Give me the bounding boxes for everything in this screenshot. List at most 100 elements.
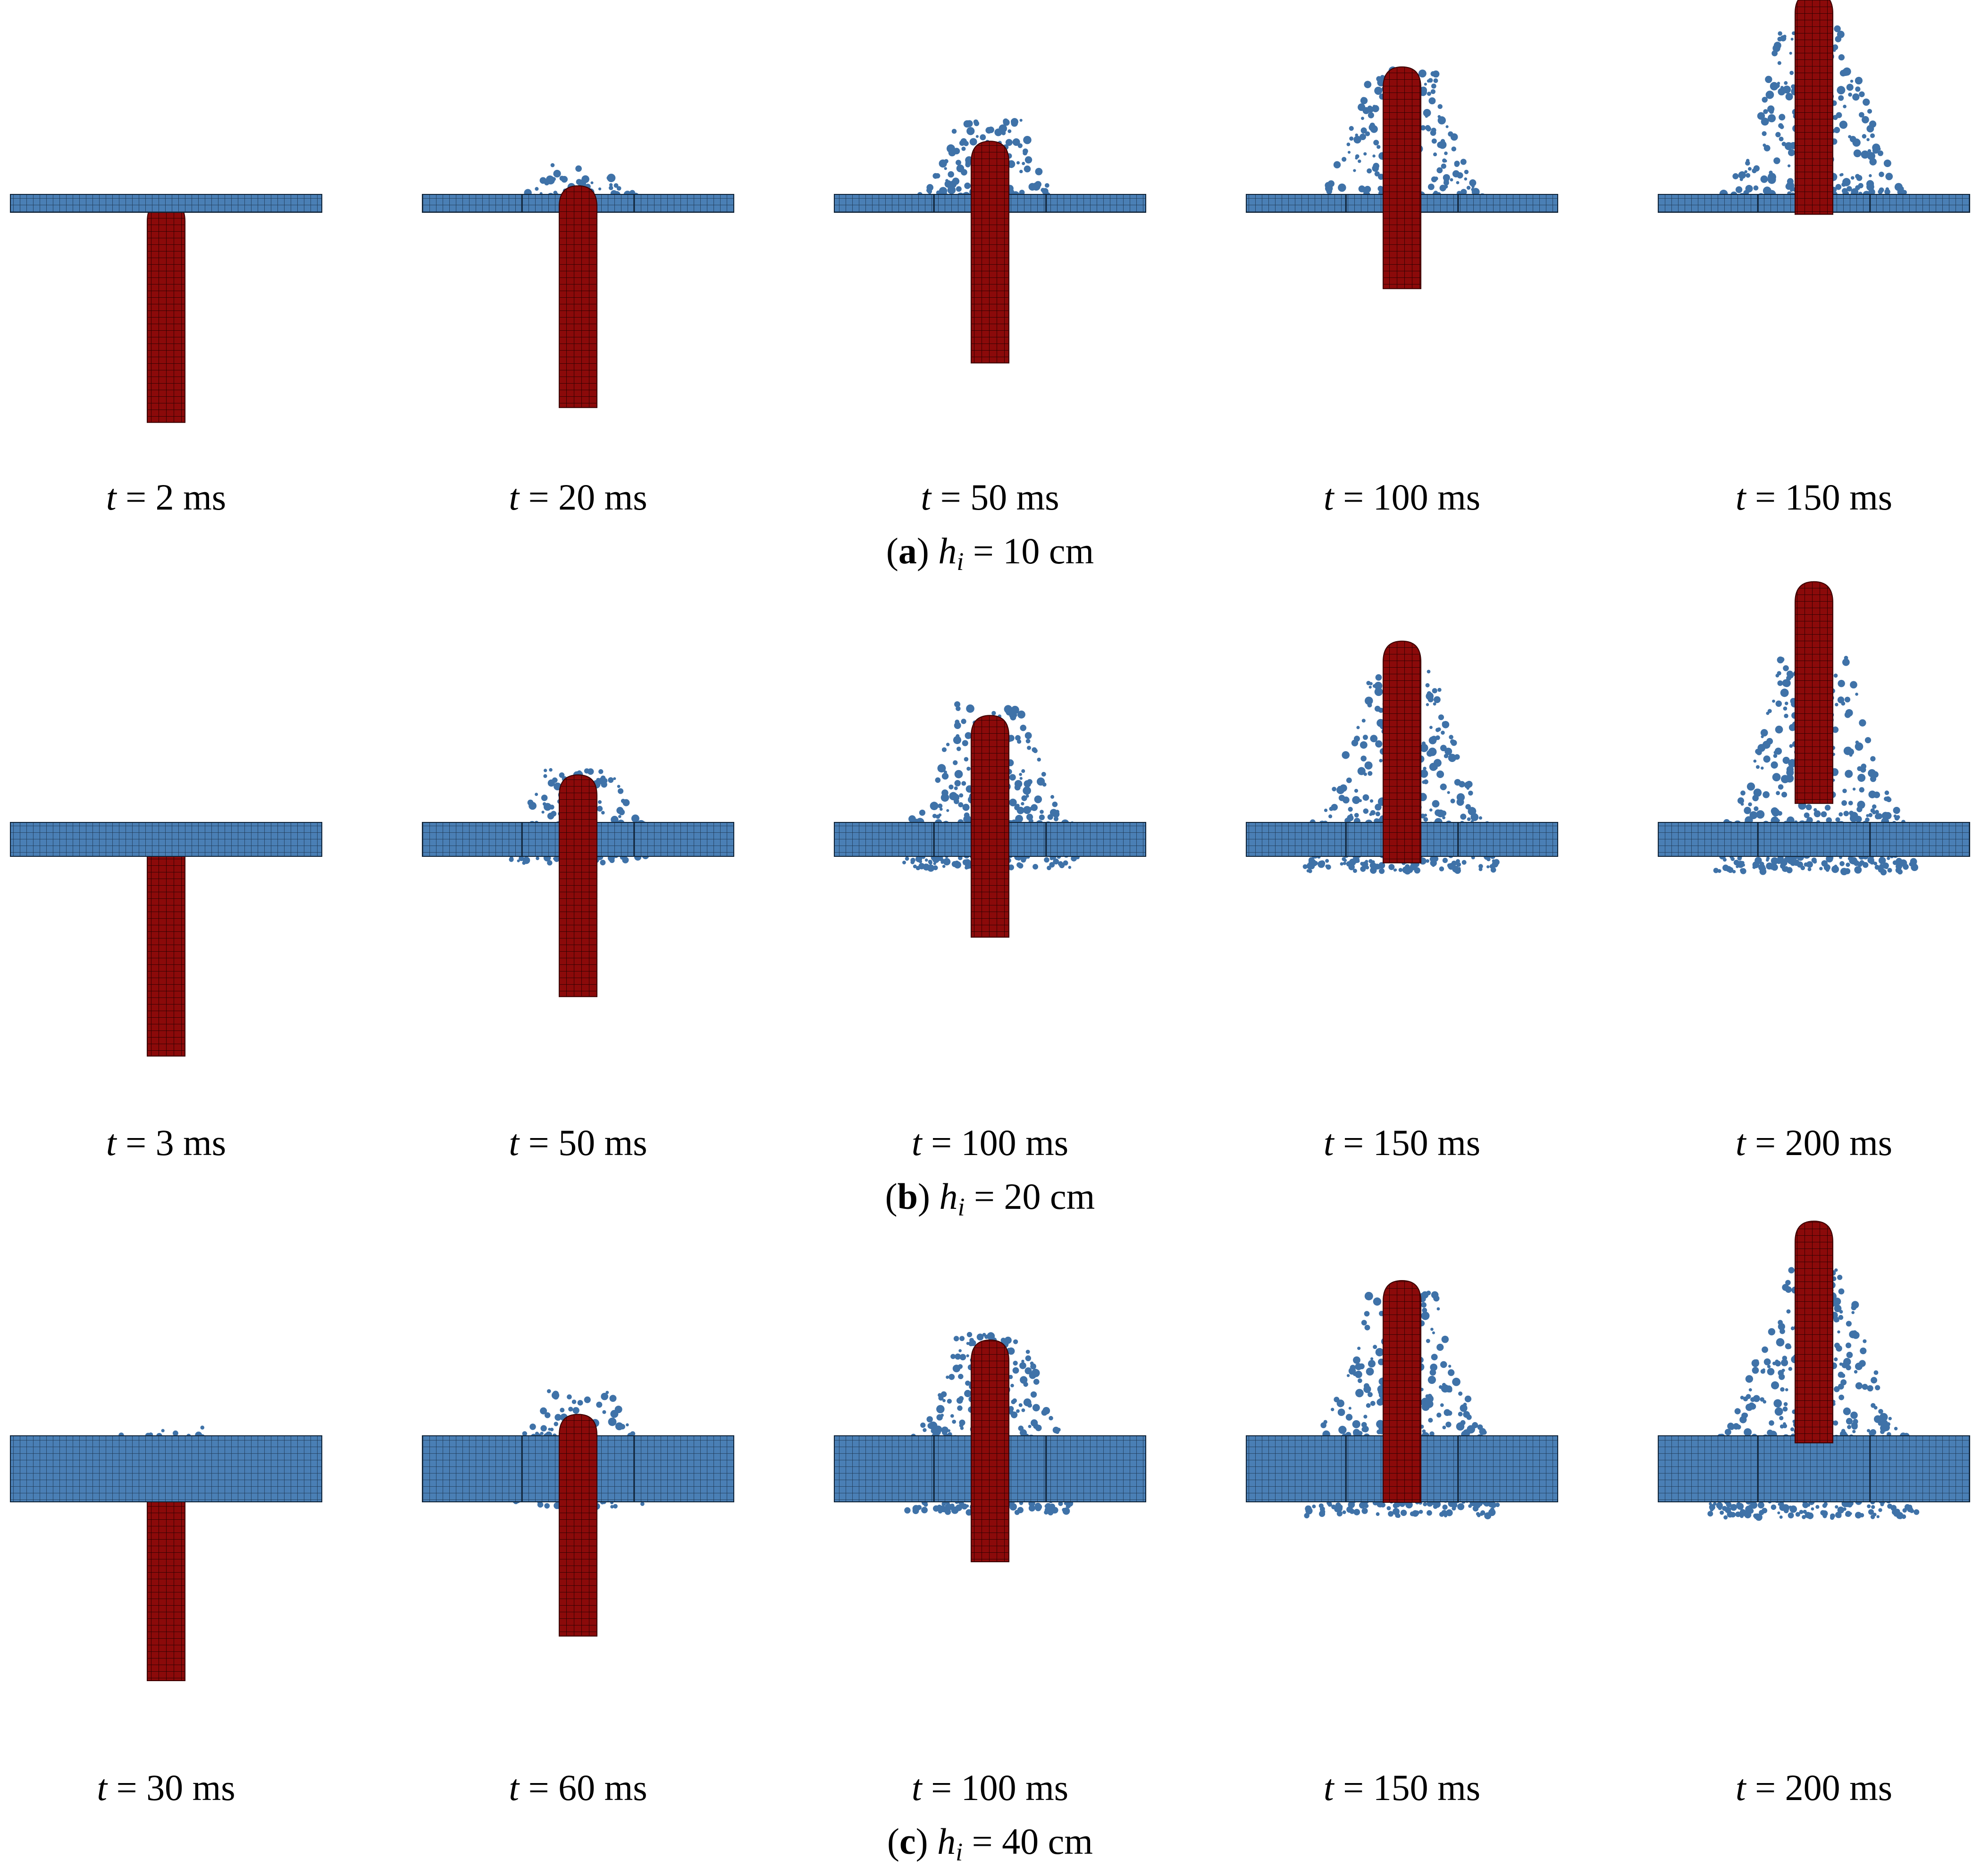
debris-fragment xyxy=(1778,784,1784,790)
debris-fragment xyxy=(1838,812,1843,817)
debris-fragment xyxy=(1362,107,1370,114)
debris-fragment xyxy=(1865,817,1870,822)
debris-fragment xyxy=(598,187,602,191)
debris-fragment xyxy=(1850,79,1854,83)
time-variable: t xyxy=(921,477,932,518)
spall-fragment xyxy=(1017,1507,1024,1514)
debris-fragment xyxy=(1746,173,1751,178)
debris-fragment xyxy=(1378,174,1385,180)
debris-fragment xyxy=(1845,770,1853,778)
debris-fragment xyxy=(610,1410,619,1418)
debris-fragment xyxy=(1021,769,1025,773)
debris-fragment xyxy=(1426,703,1429,706)
spall-fragment xyxy=(1771,1504,1777,1510)
debris-fragment xyxy=(1023,1382,1028,1387)
panel-b-3: t = 100 ms xyxy=(834,701,1146,1163)
spall-fragment xyxy=(1488,1508,1496,1516)
spall-fragment xyxy=(537,1501,544,1508)
debris-fragment xyxy=(609,1395,617,1402)
target-plate-front xyxy=(10,822,322,857)
debris-fragment xyxy=(1352,796,1360,804)
debris-fragment xyxy=(552,177,556,181)
debris-fragment xyxy=(1844,696,1851,703)
debris-fragment xyxy=(1022,162,1025,166)
spall-fragment xyxy=(1837,1506,1845,1514)
spall-fragment xyxy=(1063,860,1068,866)
debris-fragment xyxy=(1763,1358,1771,1365)
debris-fragment xyxy=(1777,680,1783,686)
debris-fragment xyxy=(1346,142,1351,146)
debris-fragment xyxy=(1834,1305,1842,1313)
projectile xyxy=(1795,1220,1833,1443)
debris-fragment xyxy=(1365,131,1370,136)
debris-fragment xyxy=(963,120,971,128)
debris-fragment xyxy=(1777,82,1780,85)
time-label: t = 50 ms xyxy=(921,477,1059,518)
debris-fragment xyxy=(1767,1429,1773,1436)
debris-fragment xyxy=(1372,154,1376,158)
debris-fragment xyxy=(615,1422,623,1431)
debris-fragment xyxy=(1328,814,1333,819)
debris-fragment xyxy=(1352,1420,1360,1429)
spall-fragment xyxy=(1735,1511,1741,1517)
debris-fragment xyxy=(944,180,952,188)
projectile xyxy=(971,141,1009,364)
debris-fragment xyxy=(608,1417,617,1426)
spall-fragment xyxy=(1426,859,1429,863)
debris-fragment xyxy=(966,1332,973,1338)
debris-fragment xyxy=(1377,708,1382,712)
debris-fragment xyxy=(1743,1396,1748,1402)
spall-fragment xyxy=(904,1507,911,1514)
debris-fragment xyxy=(571,1399,577,1404)
debris-fragment xyxy=(1014,784,1021,791)
debris-fragment xyxy=(543,774,547,778)
debris-fragment xyxy=(1740,790,1746,796)
spall-fragment xyxy=(1378,1501,1381,1505)
spall-fragment xyxy=(1400,1509,1407,1516)
debris-fragment xyxy=(956,159,961,166)
debris-fragment xyxy=(1464,1395,1472,1403)
debris-fragment xyxy=(559,772,565,778)
debris-fragment xyxy=(1436,1412,1442,1418)
time-label: t = 200 ms xyxy=(1736,1767,1892,1808)
debris-fragment xyxy=(1023,1398,1032,1407)
debris-fragment xyxy=(1805,804,1812,811)
debris-fragment xyxy=(1745,1375,1754,1383)
debris-fragment xyxy=(1881,812,1889,820)
debris-fragment xyxy=(1777,656,1784,663)
debris-fragment xyxy=(553,1394,559,1400)
debris-fragment xyxy=(1735,186,1743,193)
debris-fragment xyxy=(947,185,956,194)
debris-fragment xyxy=(1347,151,1351,154)
spall-fragment xyxy=(1887,868,1892,873)
debris-fragment xyxy=(1033,748,1038,754)
spall-fragment xyxy=(1737,1503,1742,1508)
caption-paren-close: ) xyxy=(918,1176,939,1217)
spall-fragment xyxy=(1909,862,1914,867)
debris-fragment xyxy=(959,793,964,798)
spall-fragment xyxy=(1802,1501,1809,1508)
debris-fragment xyxy=(1009,774,1016,781)
debris-fragment xyxy=(1749,1403,1756,1410)
debris-fragment xyxy=(540,1425,547,1432)
debris-fragment xyxy=(961,781,966,786)
debris-fragment xyxy=(1804,812,1810,818)
spall-fragment xyxy=(923,1502,928,1507)
debris-fragment xyxy=(1845,1358,1850,1364)
debris-fragment xyxy=(626,1423,629,1427)
debris-fragment xyxy=(1358,159,1361,163)
debris-fragment xyxy=(200,1425,205,1430)
debris-fragment xyxy=(1346,1374,1350,1377)
debris-fragment xyxy=(609,183,613,187)
debris-fragment xyxy=(1761,117,1769,126)
debris-fragment xyxy=(1049,1415,1053,1421)
debris-fragment xyxy=(1444,151,1448,155)
debris-fragment xyxy=(956,706,961,712)
debris-fragment xyxy=(1050,795,1055,799)
row-caption: (c) hi = 40 cm xyxy=(887,1821,1093,1866)
debris-fragment xyxy=(1362,794,1369,801)
time-value: = 100 ms xyxy=(1334,477,1481,518)
debris-fragment xyxy=(950,1354,956,1359)
debris-fragment xyxy=(1353,736,1360,742)
